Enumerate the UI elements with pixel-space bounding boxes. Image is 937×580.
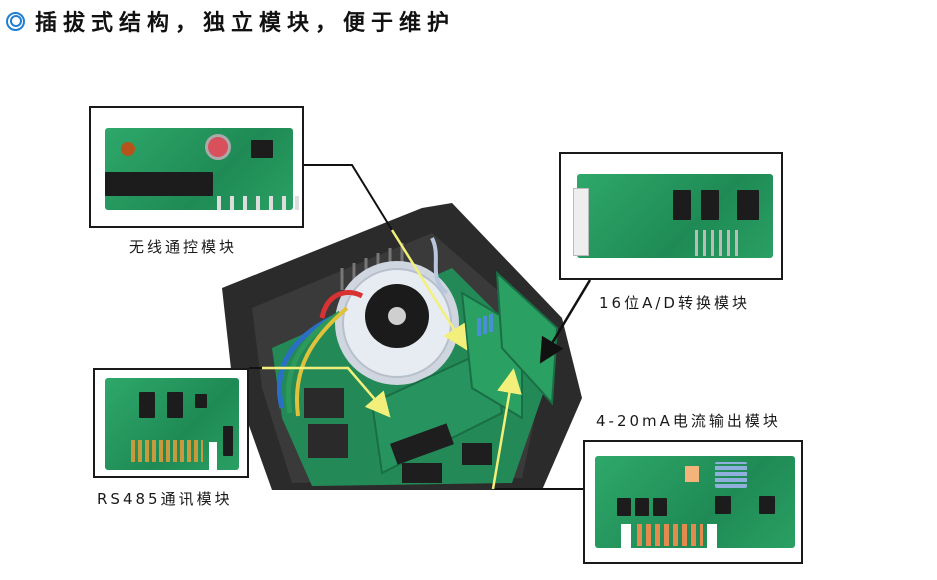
potentiometer bbox=[205, 134, 231, 160]
ic-chip bbox=[759, 496, 775, 514]
ic-chip bbox=[701, 190, 719, 220]
double-circle-bullet-icon bbox=[6, 11, 25, 31]
jumper-block bbox=[223, 426, 233, 456]
module-label-ad16: 16位A/D转换模块 bbox=[599, 294, 750, 312]
instrument-device-photo bbox=[222, 198, 582, 490]
title-text: 插拔式结构，独立模块，便于维护 bbox=[35, 11, 456, 36]
edge-connector bbox=[637, 524, 703, 546]
connector-header bbox=[573, 188, 589, 256]
module-label-rs485: RS485通讯模块 bbox=[97, 490, 233, 508]
module-label-current-out: 4-20mA电流输出模块 bbox=[596, 412, 781, 430]
board-notch bbox=[209, 442, 217, 470]
ic-chip bbox=[673, 190, 691, 220]
ic-chip bbox=[715, 496, 731, 514]
device-illustration bbox=[222, 203, 582, 490]
ad16-module-board bbox=[573, 174, 773, 258]
inductor-coil bbox=[121, 142, 135, 156]
module-box-wireless bbox=[89, 106, 307, 228]
trimmer bbox=[685, 466, 699, 482]
resistor-array bbox=[715, 462, 747, 488]
ic-chip bbox=[617, 498, 631, 516]
module-box-current-out bbox=[583, 440, 803, 564]
wireless-module-board bbox=[105, 128, 307, 210]
current-out-module-board bbox=[595, 456, 795, 548]
ic-chip bbox=[105, 172, 213, 196]
edge-connector bbox=[131, 440, 203, 462]
rs485-module-board bbox=[105, 378, 239, 470]
ic-chip bbox=[737, 190, 759, 220]
ic-chip bbox=[251, 140, 273, 158]
page-title: 插拔式结构，独立模块，便于维护 bbox=[6, 6, 455, 36]
ic-chip bbox=[195, 394, 207, 408]
board-notch bbox=[707, 524, 717, 548]
board-notch bbox=[621, 524, 631, 548]
module-box-rs485 bbox=[93, 368, 249, 478]
ic-chip bbox=[653, 498, 667, 516]
ic-chip bbox=[167, 392, 183, 418]
ic-chip bbox=[139, 392, 155, 418]
module-box-ad16 bbox=[559, 152, 783, 280]
ic-chip bbox=[635, 498, 649, 516]
module-label-wireless: 无线通控模块 bbox=[129, 238, 238, 256]
